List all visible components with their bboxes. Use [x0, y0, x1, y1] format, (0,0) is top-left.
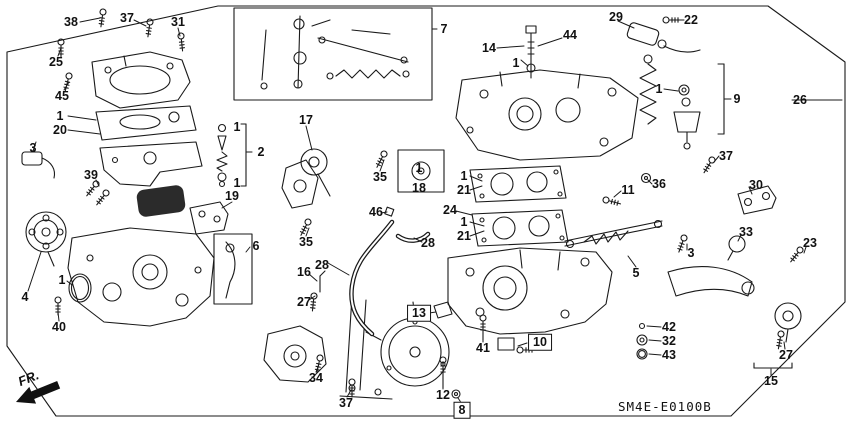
screw-fasteners-topleft: [57, 8, 187, 92]
bolt-12: [439, 356, 447, 376]
screw-35-upper: [373, 149, 389, 170]
tube-clamp-33-drawing: [727, 235, 746, 261]
sensor-3-drawing: [21, 151, 56, 179]
screws-39: [83, 179, 111, 208]
bracket-13-drawing: [433, 301, 453, 319]
carburetor-upper-body-drawing: [455, 69, 639, 161]
throttle-lever-drawing: [667, 266, 755, 297]
choke-opener-drawing: [281, 148, 331, 209]
carburetor-lower-body-drawing: [447, 247, 613, 335]
clip-46-drawing: [384, 206, 395, 217]
air-horn-cover-drawing: [91, 51, 191, 109]
needle-valve-set-drawing: [216, 123, 253, 188]
diaphragm-15-drawing: [753, 302, 802, 369]
air-horn-gasket-drawing: [95, 105, 197, 141]
bracket-30-drawing: [737, 185, 777, 215]
screw-22: [662, 16, 682, 24]
fr-direction-arrow: FR.: [16, 367, 61, 404]
bolt-10: [516, 346, 536, 354]
o-ring-drawing: [68, 273, 92, 303]
spring-set-9-drawing: [639, 54, 725, 150]
dashpot-box-drawing: [397, 149, 445, 193]
stud-16-drawing: [319, 270, 326, 293]
screw-37-bottom: [348, 378, 356, 398]
hose-28b-drawing: [395, 231, 431, 243]
gasket-lower-drawing: [471, 209, 569, 247]
pump-cover-10-drawing: [497, 337, 515, 351]
bolt-41: [479, 314, 487, 334]
vacuum-diaphragm-drawing: [380, 301, 450, 387]
diagram-code: SM4E-E0100B: [618, 399, 712, 414]
leader-lines: [27, 17, 843, 405]
washer-set-42-32-43-drawing: [636, 322, 648, 360]
cutoff-solenoid-29-drawing: [626, 22, 701, 53]
screw-23: [787, 245, 805, 265]
fr-label: FR.: [16, 367, 41, 389]
screw-3-right: [675, 233, 689, 254]
screw-35-mid: [297, 217, 313, 238]
linkage-box-drawing: [233, 7, 433, 101]
screw-11: [601, 195, 622, 208]
check-valve-36-drawing: [640, 172, 652, 184]
solenoid-valve-drawing: [136, 185, 186, 217]
pump-assembly-34-drawing: [263, 325, 327, 383]
washer-8-drawing: [451, 389, 461, 399]
body-plate-drawing: [99, 141, 203, 187]
pump-rod-5-drawing: [564, 219, 663, 249]
screw-27-right: [774, 329, 786, 350]
box-6-drawing: [213, 233, 253, 305]
float-bolt-drawing: [525, 25, 537, 79]
hose-28a-drawing: [349, 219, 395, 337]
bracket-plate-19-drawing: [189, 201, 229, 235]
screw-37-right: [700, 155, 717, 175]
diaphragm-4-drawing: [25, 211, 67, 267]
left-throttle-body-drawing: [67, 227, 215, 327]
gasket-upper-drawing: [469, 165, 567, 203]
diagram-border: [6, 5, 846, 417]
diaphragm-bracket-drawing: [339, 295, 393, 400]
screw-27-left: [308, 292, 318, 312]
